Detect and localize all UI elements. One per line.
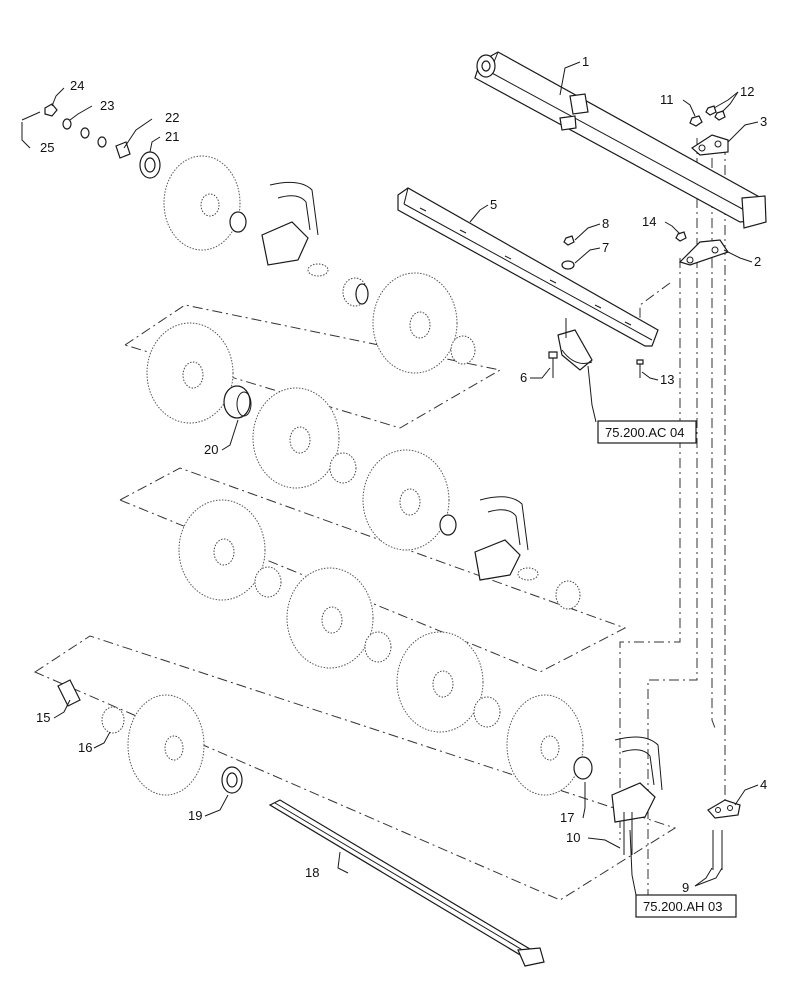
callout-22: 22 <box>165 110 179 125</box>
callout-3: 3 <box>760 114 767 129</box>
spool-top-2 <box>450 335 476 365</box>
spool-16 <box>101 706 125 734</box>
callout-20: 20 <box>204 442 218 457</box>
disc-lower-1 <box>127 694 205 796</box>
mount-link-line-a <box>647 138 698 896</box>
spool-mid-3 <box>473 696 501 728</box>
disc-lower-end <box>506 694 584 796</box>
spool-mid-1 <box>254 566 282 598</box>
callout-10: 10 <box>566 830 580 845</box>
callout-24: 24 <box>70 78 84 93</box>
callout-17: 17 <box>560 810 574 825</box>
disc-top-2 <box>372 272 458 374</box>
bolt-6 <box>548 351 558 378</box>
disc-upper-1 <box>146 322 234 424</box>
washer-23 <box>62 118 72 130</box>
plate-22 <box>115 141 131 159</box>
washer-23c <box>97 136 107 148</box>
callout-2: 2 <box>754 254 761 269</box>
reference-ac04[interactable]: 75.200.AC 04 <box>597 420 697 444</box>
callout-4: 4 <box>760 777 767 792</box>
spool-small-mid <box>517 567 539 581</box>
gang-outline-middle <box>118 467 627 673</box>
spool-top <box>342 277 369 307</box>
nut-14 <box>675 231 687 242</box>
callout-18: 18 <box>305 865 319 880</box>
callout-25: 25 <box>40 140 54 155</box>
callout-16: 16 <box>78 740 92 755</box>
spool-small-top <box>307 263 329 277</box>
spool-20 <box>223 385 252 419</box>
bearing-housing-bottom <box>611 736 663 823</box>
callout-15: 15 <box>36 710 50 725</box>
bushing-15 <box>57 679 81 707</box>
disc-upper-2 <box>252 387 340 489</box>
frame-tube <box>474 51 767 229</box>
disc-upper-3 <box>362 449 450 551</box>
leader-lines <box>21 61 759 896</box>
callout-23: 23 <box>100 98 114 113</box>
callout-7: 7 <box>602 240 609 255</box>
plate-2 <box>678 239 729 266</box>
spacer-top-1 <box>229 211 247 233</box>
callout-5: 5 <box>490 197 497 212</box>
reference-ah03[interactable]: 75.200.AH 03 <box>635 894 737 918</box>
gang-outline-lower <box>33 635 677 901</box>
nut-12a <box>705 105 717 116</box>
callout-13: 13 <box>660 372 674 387</box>
flat-bar <box>397 187 659 347</box>
spacer-17 <box>573 756 593 780</box>
disc-mid-1 <box>178 499 266 601</box>
bearing-cap-19 <box>221 766 243 794</box>
washer-7 <box>561 260 575 270</box>
plate-3 <box>691 134 729 156</box>
callout-11: 11 <box>660 92 674 107</box>
mount-link-line-d <box>619 258 681 840</box>
axle-shaft-18 <box>268 799 545 967</box>
callout-19: 19 <box>188 808 202 823</box>
spacer-upper <box>439 514 457 536</box>
plate-4 <box>707 799 741 819</box>
disc-mid-3 <box>396 631 484 733</box>
bearing-housing-top <box>261 181 319 266</box>
nut-24 <box>44 103 58 117</box>
callout-12: 12 <box>740 84 754 99</box>
disc-top-1 <box>163 155 241 251</box>
nut-11 <box>689 115 703 127</box>
washer-23b <box>80 127 90 139</box>
bolt-10 <box>623 812 633 855</box>
callout-8: 8 <box>602 216 609 231</box>
nut-8 <box>563 235 575 246</box>
reference-ac04-label: 75.200.AC 04 <box>605 425 685 440</box>
mount-link-line-b <box>711 138 716 729</box>
bolts-9 <box>712 830 723 870</box>
callout-1: 1 <box>582 54 589 69</box>
spool-mid-2 <box>364 631 392 663</box>
callout-6: 6 <box>520 370 527 385</box>
bolt-13 <box>636 359 644 378</box>
callout-14: 14 <box>642 214 656 229</box>
disc-mid-2 <box>286 567 374 669</box>
bearing-housing-middle <box>474 496 529 581</box>
bolt-25 <box>21 111 41 121</box>
spool-upper-2 <box>329 452 357 484</box>
mount-bracket-ac04 <box>557 318 593 371</box>
callout-21: 21 <box>165 129 179 144</box>
bearing-cap-21 <box>139 151 161 179</box>
reference-ah03-label: 75.200.AH 03 <box>643 899 723 914</box>
spool-mid-end <box>555 580 581 610</box>
callout-9: 9 <box>682 880 689 895</box>
